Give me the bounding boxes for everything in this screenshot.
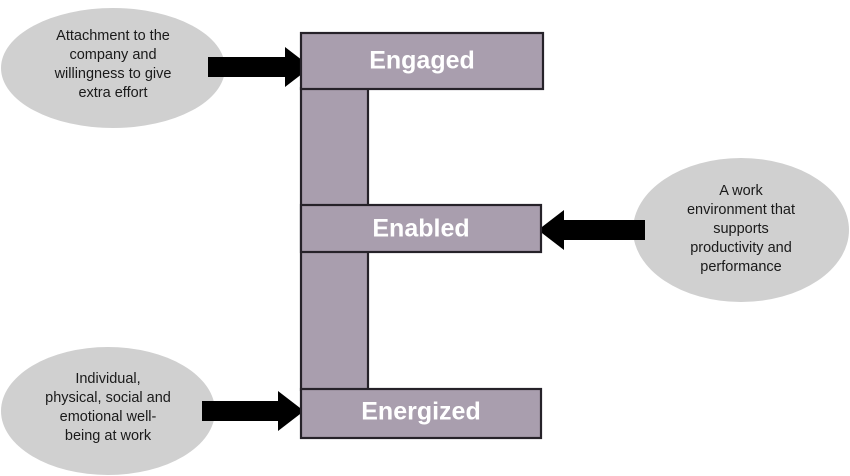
enabled-callout-line-4: productivity and	[690, 240, 792, 256]
engaged-bar-label: Engaged	[369, 47, 475, 75]
enabled-bar-label: Enabled	[372, 215, 469, 243]
arrow-to-enabled-icon	[538, 210, 645, 250]
enabled-callout-line-5: performance	[700, 259, 781, 275]
energized-bar-label: Energized	[361, 398, 480, 426]
engaged-callout-line-4: extra effort	[78, 85, 147, 101]
enabled-callout-line-2: environment that	[687, 202, 795, 218]
energized-bar[interactable]	[299, 387, 543, 440]
arrow-to-energized-icon	[202, 391, 304, 431]
engaged-callout-ellipse[interactable]	[1, 8, 225, 128]
callout-group-engaged[interactable]: Attachment to the company and willingnes…	[1, 8, 225, 128]
energized-callout-line-4: being at work	[65, 428, 152, 444]
enabled-callout-line-3: supports	[713, 221, 769, 237]
energized-callout-ellipse[interactable]	[1, 347, 215, 475]
enabled-bar[interactable]	[299, 203, 543, 254]
energized-callout-line-3: emotional well-	[60, 409, 157, 425]
callout-group-energized[interactable]: Individual, physical, social and emotion…	[1, 347, 215, 475]
engaged-callout-line-2: company and	[69, 47, 156, 63]
engaged-callout-line-1: Attachment to the	[56, 28, 170, 44]
arrow-to-engaged-icon	[208, 47, 311, 87]
engaged-bar[interactable]	[299, 31, 545, 91]
enabled-callout-ellipse[interactable]	[633, 158, 849, 302]
energized-callout-line-2: physical, social and	[45, 390, 171, 406]
engaged-callout-line-3: willingness to give	[54, 66, 172, 82]
callout-group-enabled[interactable]: A work environment that supports product…	[633, 158, 849, 302]
enabled-callout-line-1: A work	[719, 183, 763, 199]
energized-callout-line-1: Individual,	[75, 371, 140, 387]
